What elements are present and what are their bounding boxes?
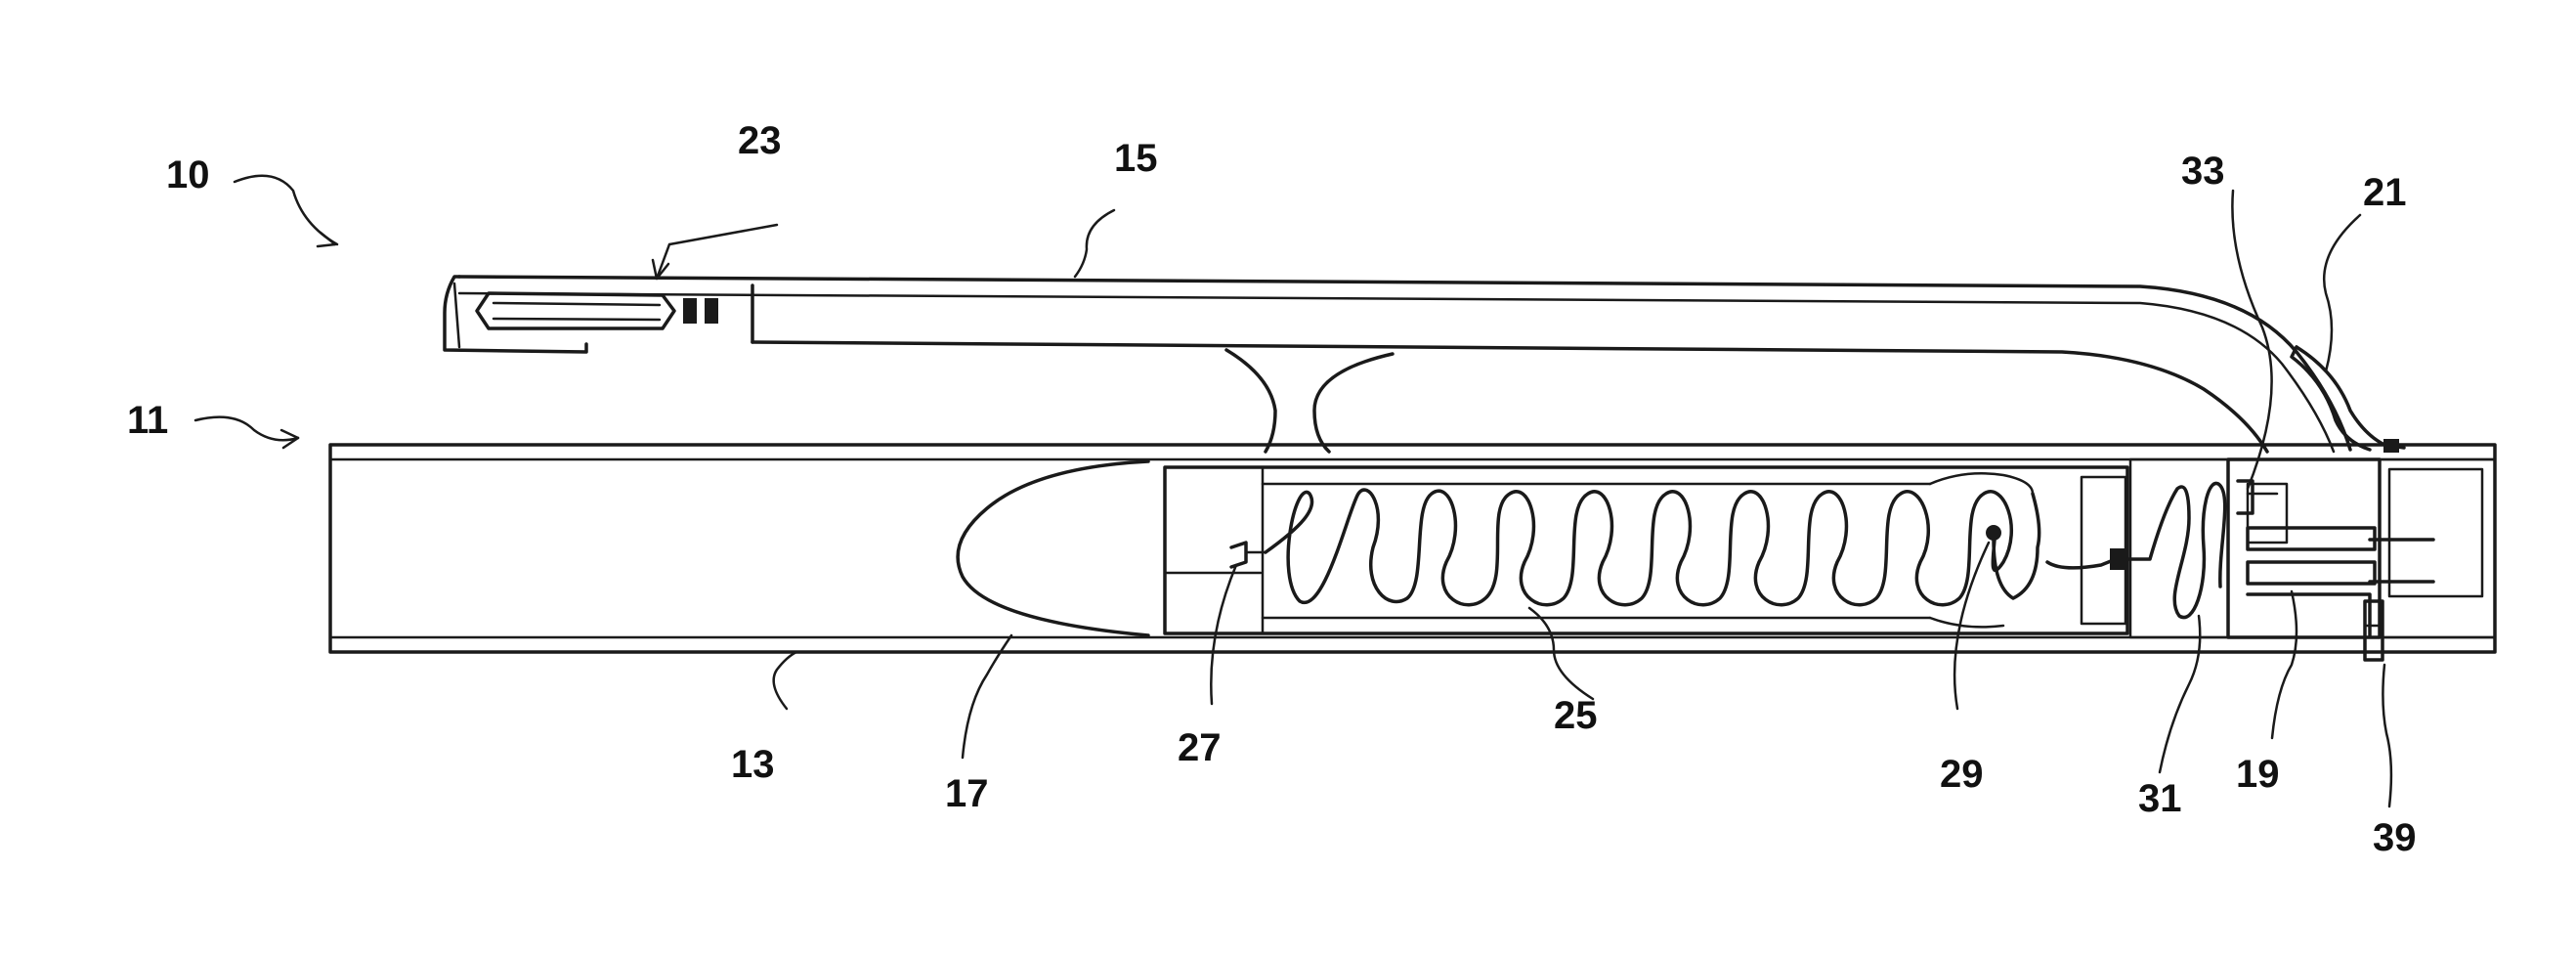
label-25: 25 [1554, 694, 1598, 737]
label-15: 15 [1114, 137, 1158, 180]
label-13: 13 [731, 743, 775, 786]
label-11: 11 [127, 399, 168, 442]
leader-lines [195, 176, 2391, 806]
latch-pin [2238, 481, 2277, 513]
label-21: 21 [2363, 171, 2407, 214]
label-17: 17 [945, 772, 989, 815]
lower-tube [330, 445, 2495, 652]
coiled-element [1266, 473, 2033, 627]
lever [2292, 347, 2404, 452]
label-10: 10 [166, 153, 210, 196]
label-23: 23 [738, 119, 782, 162]
label-39: 39 [2373, 816, 2417, 859]
left-connector [1231, 543, 1266, 567]
label-29: 29 [1940, 753, 1984, 796]
reference-numerals: 10 11 13 15 17 19 21 23 25 27 29 31 33 3… [127, 119, 2417, 859]
upper-arm [445, 277, 2350, 452]
end-block [2228, 459, 2495, 637]
label-19: 19 [2236, 753, 2280, 796]
nose-cone [958, 461, 1148, 635]
label-31: 31 [2138, 777, 2182, 820]
label-33: 33 [2181, 150, 2225, 193]
label-27: 27 [1178, 726, 1222, 769]
rear-coil [2128, 459, 2228, 637]
